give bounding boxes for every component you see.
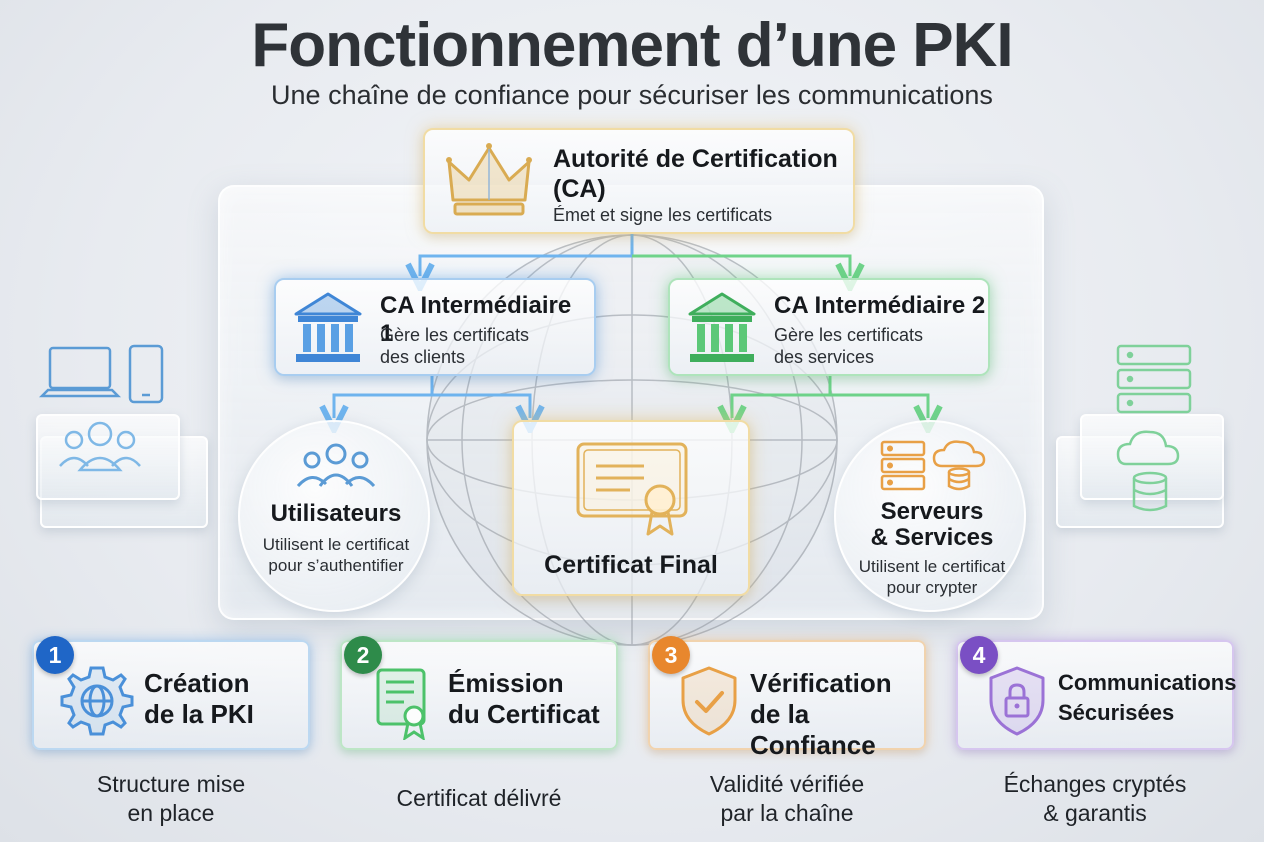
crown-icon: [446, 143, 532, 216]
root-ca-title: Autorité de Certification (CA): [553, 145, 838, 203]
intermediate-ca-2-card: CA Intermédiaire 2 Gère les certificats …: [668, 278, 990, 376]
step-2-title-line2: du Certificat: [448, 699, 600, 729]
step-1-title-line1: Création: [144, 668, 250, 698]
intermediate-ca-1-title: CA Intermédiaire 1: [380, 292, 572, 347]
page-title: Fonctionnement d’une PKI: [251, 11, 1013, 80]
users-node: Utilisateurs Utilisent le certificat pou…: [238, 420, 430, 612]
root-ca-card: Autorité de Certification (CA) Émet et s…: [423, 128, 855, 234]
servers-node: Serveurs & Services Utilisent le certifi…: [834, 420, 1026, 612]
step-3-caption-line2: par la chaîne: [720, 800, 854, 826]
intermediate-ca-1-card: CA Intermédiaire 1 Gère les certificats …: [274, 278, 596, 376]
bank-icon: [294, 292, 362, 362]
users-desc-line2: pour s’authentifier: [268, 556, 404, 575]
step-4-caption-line1: Échanges cryptés: [1003, 771, 1187, 797]
users-icon: [296, 443, 376, 488]
step-4-card: Communications Sécurisées: [956, 640, 1237, 750]
step-2-caption-line1: Certificat délivré: [396, 785, 562, 811]
bank-icon: [688, 292, 756, 362]
step-3-card: Vérification de la Confiance: [648, 640, 926, 760]
connector-int1-to-users: [334, 376, 530, 418]
servers-desc-line1: Utilisent le certificat: [858, 557, 1006, 576]
certificate-icon: [376, 668, 426, 740]
step-3-title-line2: de la Confiance: [750, 699, 876, 760]
step-3-title-line1: Vérification: [750, 668, 892, 698]
connector-int2-to-servers: [732, 376, 928, 418]
users-icon: [59, 421, 141, 472]
step-4-badge: 4: [960, 636, 998, 674]
step-4-title-line1: Communications: [1058, 670, 1237, 695]
step-4-title-line2: Sécurisées: [1058, 700, 1175, 725]
step-3-caption: Validité vérifiée par la chaîne: [648, 770, 926, 828]
shield-lock-icon: [989, 666, 1045, 736]
shield-check-icon: [681, 666, 737, 736]
final-certificate-card: Certificat Final: [512, 420, 750, 596]
servers-desc-line2: pour crypter: [886, 578, 978, 597]
step-4-caption-line2: & garantis: [1043, 800, 1147, 826]
step-1-badge: 1: [36, 636, 74, 674]
server-cloud-icon: [880, 440, 986, 491]
servers-title-line2: & Services: [870, 524, 994, 551]
page-subtitle: Une chaîne de confiance pour sécuriser l…: [271, 80, 993, 110]
cloud-database-icon: [1116, 430, 1180, 512]
laptop-icon: [38, 346, 122, 398]
root-ca-description: Émet et signe les certificats: [553, 205, 773, 225]
phone-icon: [128, 344, 164, 404]
step-3-badge: 3: [652, 636, 690, 674]
intermediate-ca-2-desc-line1: Gère les certificats: [774, 325, 924, 345]
right-slab-top: [1080, 414, 1224, 500]
connector-ca-to-intermediates: [420, 234, 850, 276]
step-1-caption-line2: en place: [127, 800, 215, 826]
step-2-caption: Certificat délivré: [340, 784, 618, 813]
intermediate-ca-2-title: CA Intermédiaire 2: [774, 292, 986, 319]
step-3-caption-line1: Validité vérifiée: [709, 771, 865, 797]
step-1-caption-line1: Structure mise: [96, 771, 246, 797]
intermediate-ca-1-desc-line2: des clients: [380, 347, 466, 367]
step-1-caption: Structure mise en place: [32, 770, 310, 828]
intermediate-ca-2-desc-line2: des services: [774, 347, 875, 367]
step-1-title-line2: de la PKI: [144, 699, 254, 729]
step-1-card: Création de la PKI: [32, 640, 310, 750]
users-title: Utilisateurs: [270, 500, 402, 527]
step-2-title-line1: Émission: [448, 668, 564, 698]
final-certificate-title: Certificat Final: [544, 551, 718, 579]
server-rack-icon: [1116, 344, 1192, 414]
certificate-icon: [576, 442, 688, 536]
users-desc-line1: Utilisent le certificat: [262, 535, 410, 554]
step-4-caption: Échanges cryptés & garantis: [956, 770, 1234, 828]
gear-globe-icon: [60, 666, 134, 736]
servers-title-line1: Serveurs: [880, 498, 984, 525]
intermediate-ca-1-desc-line1: Gère les certificats: [380, 325, 530, 345]
step-2-card: Émission du Certificat: [340, 640, 618, 750]
step-2-badge: 2: [344, 636, 382, 674]
